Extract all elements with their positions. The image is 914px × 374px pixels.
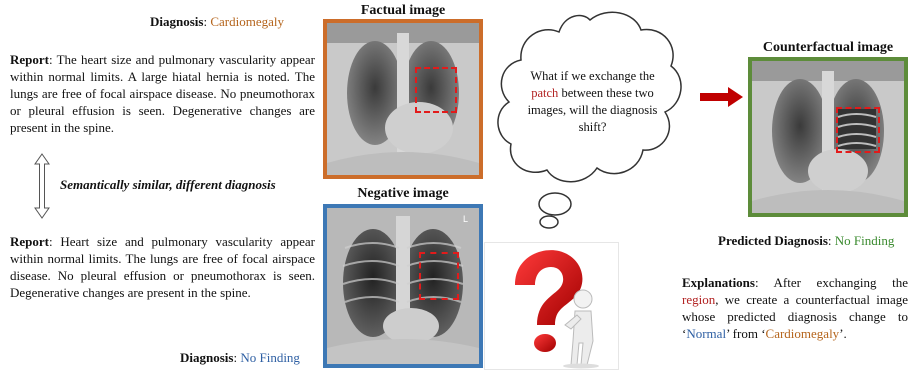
similarity-note: Semantically similar, different diagnosi… (60, 177, 276, 193)
report-bottom: Report: Heart size and pulmonary vascula… (10, 233, 315, 301)
report-bottom-label: Report (10, 234, 49, 249)
top-diagnosis: Diagnosis: Cardiomegaly (150, 14, 284, 30)
thought-pre: What if we exchange the (530, 69, 654, 83)
explanation-label: Explanations (682, 275, 755, 290)
counterfactual-xray (752, 61, 904, 213)
counterfactual-image (748, 57, 908, 217)
explanation-normal: Normal (686, 326, 726, 341)
thought-highlight: patch (531, 86, 558, 100)
explanation-p4: ’. (839, 326, 847, 341)
negative-image: L (323, 204, 483, 368)
explanation: Explanations: After exchanging the regio… (682, 274, 908, 342)
bottom-diagnosis: Diagnosis: No Finding (180, 350, 300, 366)
question-figure-icon (484, 242, 619, 370)
predicted-value: No Finding (835, 233, 895, 248)
thought-cloud-icon: What if we exchange the patch between th… (495, 8, 685, 233)
top-diagnosis-value: Cardiomegaly (210, 14, 284, 29)
counterfactual-image-title: Counterfactual image (748, 40, 908, 56)
report-bottom-text: : Heart size and pulmonary vascularity a… (10, 234, 315, 300)
explanation-p3: ’ from ‘ (726, 326, 765, 341)
bottom-diagnosis-label: Diagnosis (180, 350, 233, 365)
explanation-region: region (682, 292, 715, 307)
factual-image-title: Factual image (323, 3, 483, 19)
report-top: Report: The heart size and pulmonary vas… (10, 51, 315, 136)
factual-image (323, 19, 483, 179)
thought-text: What if we exchange the patch between th… (525, 68, 660, 136)
explanation-p1: : After exchanging the (755, 275, 908, 290)
report-top-text: : The heart size and pulmonary vasculari… (10, 52, 315, 135)
predicted-label: Predicted Diagnosis (718, 233, 828, 248)
negative-image-title: Negative image (323, 186, 483, 202)
predicted-diagnosis: Predicted Diagnosis: No Finding (718, 233, 894, 249)
double-arrow-icon (34, 153, 50, 224)
negative-patch (419, 252, 459, 300)
factual-patch (415, 67, 457, 113)
explanation-cardiomegaly: Cardiomegaly (766, 326, 840, 341)
report-top-label: Report (10, 52, 49, 67)
negative-marker: L (463, 214, 468, 224)
bottom-diagnosis-value: No Finding (240, 350, 300, 365)
right-arrow-icon (700, 86, 744, 113)
top-diagnosis-label: Diagnosis (150, 14, 203, 29)
counterfactual-patch (836, 107, 880, 153)
